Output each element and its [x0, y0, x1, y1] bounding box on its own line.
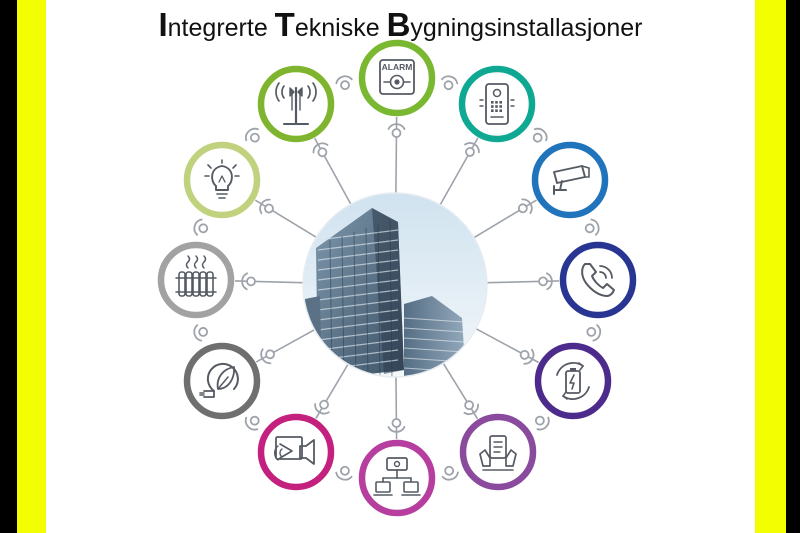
ring-glyph-alarm — [440, 75, 459, 91]
door-intercom-icon — [479, 83, 515, 125]
node-ring-lighting — [183, 141, 261, 219]
fire-alarm-icon: ALARM — [379, 59, 415, 95]
phone-icon — [581, 263, 615, 297]
ring-glyph-telephony — [586, 324, 602, 342]
ring-glyph-it-network — [335, 465, 353, 481]
alarm-label: ALARM — [382, 62, 413, 72]
title-initial-2: T — [274, 6, 295, 43]
title-word-3: ygningsinstallasjoner — [410, 14, 643, 42]
ring-glyph-lighting — [245, 127, 260, 143]
title-initial-3: B — [386, 6, 411, 43]
ring-glyph-heating — [193, 218, 209, 236]
link-access-control — [442, 362, 479, 420]
signal-glyph-it-network — [387, 418, 406, 433]
frame-right-yellow-bar — [755, 0, 786, 533]
frame-right-black-bar — [786, 0, 800, 533]
ring-glyph-cctv — [584, 218, 600, 236]
signal-glyph-energy-management — [260, 348, 275, 365]
link-av-system — [315, 363, 349, 419]
building-hub — [302, 192, 488, 378]
title-initial-1: I — [158, 6, 168, 43]
system-node-it-network — [358, 439, 436, 517]
light-bulb-icon — [204, 159, 240, 199]
system-node-cctv — [531, 141, 609, 219]
node-ring-energy-storage — [534, 342, 612, 420]
page-title: Integrerte Tekniske Bygningsinstallasjon… — [46, 6, 755, 44]
link-telephony — [486, 280, 560, 284]
signal-glyph-energy-storage — [519, 348, 535, 365]
system-node-alarm: ALARM — [358, 39, 436, 117]
hand-card-icon — [479, 435, 517, 471]
screen-speaker-icon — [274, 436, 315, 465]
ring-glyph-antenna — [335, 75, 353, 91]
system-node-antenna — [257, 65, 335, 143]
network-computers-icon — [373, 457, 421, 496]
signal-glyph-heating — [241, 272, 256, 291]
signal-glyph-av-system — [314, 399, 330, 415]
ring-glyph-energy-management — [193, 324, 209, 342]
system-node-heating — [157, 241, 235, 319]
signal-glyph-antenna — [312, 142, 329, 158]
link-energy-storage — [475, 327, 540, 364]
signal-glyph-cctv — [517, 198, 533, 214]
signal-glyph-intercom — [464, 142, 480, 157]
signal-glyph-telephony — [538, 272, 553, 291]
frame-left-yellow-bar — [17, 0, 46, 533]
system-node-lighting — [183, 141, 261, 219]
node-ring-av-system — [257, 413, 335, 491]
ring-glyph-access-control — [441, 465, 459, 481]
system-node-access-control — [459, 413, 537, 491]
frame-left-black-bar — [0, 0, 17, 533]
building-photo — [303, 193, 487, 377]
cctv-camera-icon — [553, 165, 590, 195]
title-word-1: ntegrerte — [167, 14, 275, 42]
connection-links — [193, 75, 602, 481]
system-node-energy-management — [183, 342, 261, 420]
title-word-2: ekniske — [294, 14, 387, 42]
node-ring-telephony — [559, 241, 637, 319]
signal-glyph-access-control — [463, 400, 479, 415]
radiator-icon — [175, 255, 217, 297]
node-ring-intercom — [458, 65, 536, 143]
link-energy-management — [255, 328, 315, 363]
signal-glyph-alarm — [387, 123, 406, 138]
system-node-energy-storage — [534, 342, 612, 420]
leaf-plug-icon — [199, 362, 239, 398]
system-node-intercom — [458, 65, 536, 143]
battery-cycle-icon — [556, 362, 590, 400]
antenna-mast-icon — [275, 82, 317, 126]
link-lighting — [254, 199, 317, 238]
system-nodes: ALARM — [157, 39, 637, 517]
ring-glyph-energy-storage — [534, 415, 550, 431]
node-ring-energy-management — [183, 342, 261, 420]
node-ring-heating — [157, 241, 235, 319]
ring-glyph-av-system — [244, 415, 260, 431]
system-node-av-system — [257, 413, 335, 491]
link-heating — [234, 280, 304, 284]
link-cctv — [473, 199, 537, 239]
link-it-network — [395, 376, 398, 440]
node-ring-alarm — [358, 39, 436, 117]
signal-glyph-lighting — [259, 198, 274, 215]
system-node-telephony — [559, 241, 637, 319]
ring-glyph-intercom — [532, 127, 548, 143]
